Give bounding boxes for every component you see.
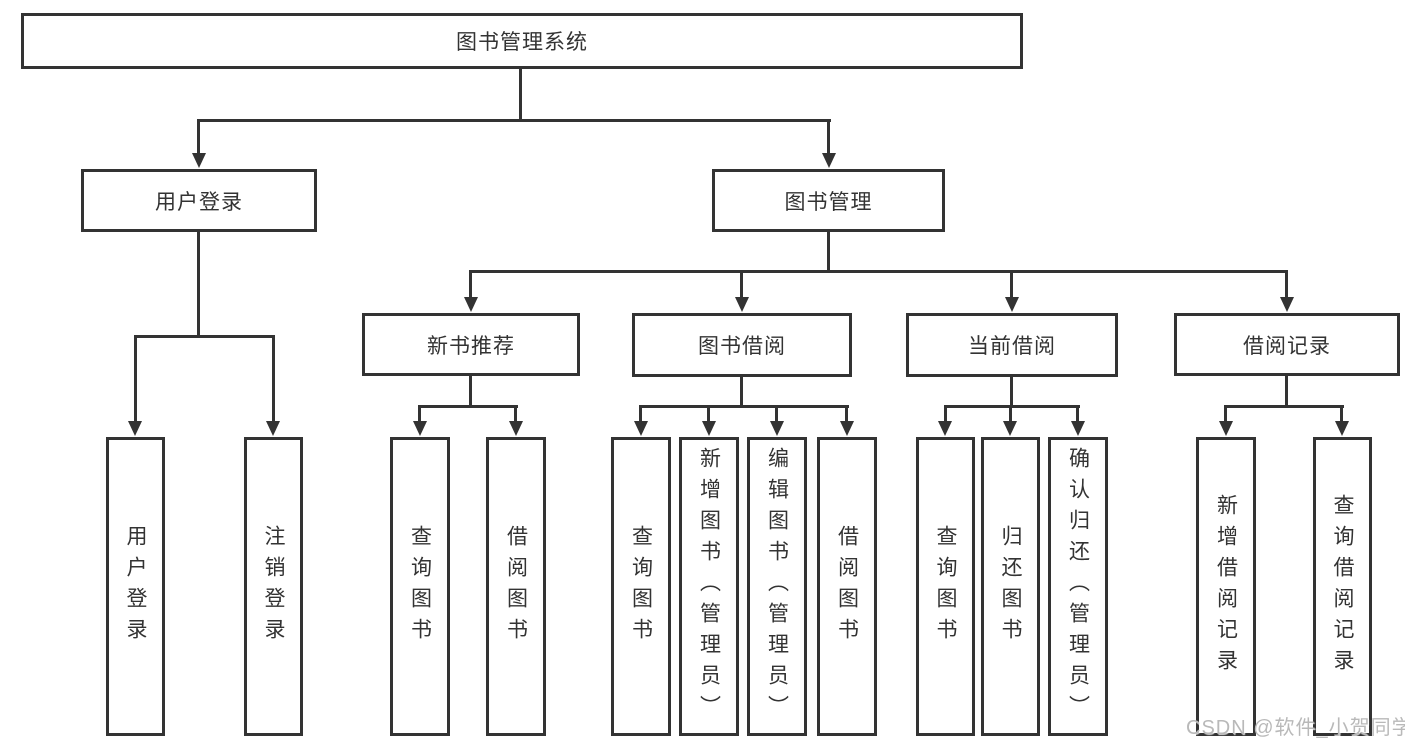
node-new-book-recommend: 新书推荐	[362, 313, 580, 376]
leaf-query-books-current-label: 查询图书	[934, 524, 957, 649]
leaf-borrow-books-borrowing-label: 借阅图书	[835, 524, 859, 649]
connector-line	[1224, 405, 1344, 408]
leaf-add-book-admin: 新增图书（管理员）	[679, 437, 739, 736]
connector-line	[775, 405, 778, 423]
leaf-user-login: 用户登录	[106, 437, 165, 736]
leaf-query-books-borrowing: 查询图书	[611, 437, 671, 736]
arrow-down-icon	[822, 153, 836, 168]
leaf-query-books-borrowing-label: 查询图书	[629, 524, 653, 649]
connector-line	[1010, 270, 1013, 299]
leaf-add-borrow-record-label: 新增借阅记录	[1214, 493, 1238, 680]
connector-line	[1076, 405, 1079, 423]
arrow-down-icon	[1219, 421, 1233, 436]
connector-line	[845, 405, 848, 423]
leaf-query-borrow-record-label: 查询借阅记录	[1331, 493, 1354, 680]
connector-line	[469, 270, 1287, 273]
leaf-query-books-recommend: 查询图书	[390, 437, 450, 736]
connector-line	[740, 376, 743, 408]
connector-line	[134, 335, 137, 423]
connector-line	[827, 232, 830, 273]
leaf-borrow-books-borrowing: 借阅图书	[817, 437, 877, 736]
node-book-management: 图书管理	[712, 169, 945, 232]
connector-line	[1285, 270, 1288, 299]
connector-line	[707, 405, 710, 423]
arrow-down-icon	[128, 421, 142, 436]
connector-line	[1010, 376, 1013, 408]
leaf-add-borrow-record: 新增借阅记录	[1196, 437, 1256, 736]
node-user-login: 用户登录	[81, 169, 317, 232]
node-book-borrowing-label: 图书借阅	[698, 335, 786, 358]
connector-line	[197, 231, 200, 337]
leaf-confirm-return-admin-label: 确认归还（管理员）	[1066, 447, 1090, 726]
arrow-down-icon	[509, 421, 523, 436]
connector-line	[514, 405, 517, 423]
leaf-logout-label: 注销登录	[262, 524, 285, 649]
connector-line	[197, 119, 200, 155]
leaf-borrow-books-recommend: 借阅图书	[486, 437, 546, 736]
leaf-logout: 注销登录	[244, 437, 303, 736]
connector-line	[469, 376, 472, 408]
node-borrowing-records-label: 借阅记录	[1243, 334, 1331, 358]
connector-line	[1340, 405, 1343, 423]
node-book-borrowing: 图书借阅	[632, 313, 852, 377]
leaf-edit-book-admin-label: 编辑图书（管理员）	[765, 447, 789, 726]
connector-line	[519, 69, 522, 122]
leaf-borrow-books-recommend-label: 借阅图书	[504, 524, 528, 649]
arrow-down-icon	[1003, 421, 1017, 436]
connector-line	[1009, 405, 1012, 423]
connector-line	[639, 405, 642, 423]
arrow-down-icon	[735, 297, 749, 312]
connector-line	[134, 335, 275, 338]
leaf-return-book: 归还图书	[981, 437, 1040, 736]
node-book-management-label: 图书管理	[784, 190, 873, 214]
arrow-down-icon	[192, 153, 206, 168]
connector-line	[944, 405, 947, 423]
node-new-book-recommend-label: 新书推荐	[427, 334, 515, 358]
leaf-query-books-current: 查询图书	[916, 437, 975, 736]
arrow-down-icon	[770, 421, 784, 436]
node-borrowing-records: 借阅记录	[1174, 313, 1400, 376]
arrow-down-icon	[702, 421, 716, 436]
connector-line	[197, 119, 831, 122]
arrow-down-icon	[1071, 421, 1085, 436]
connector-line	[272, 335, 275, 423]
connector-line	[469, 270, 472, 299]
leaf-add-book-admin-label: 新增图书（管理员）	[697, 447, 721, 726]
connector-line	[944, 405, 1080, 408]
arrow-down-icon	[413, 421, 427, 436]
arrow-down-icon	[1005, 297, 1019, 312]
connector-line	[1285, 376, 1288, 408]
connector-line	[740, 270, 743, 299]
connector-line	[639, 405, 849, 408]
node-current-borrowing-label: 当前借阅	[968, 335, 1056, 358]
leaf-return-book-label: 归还图书	[999, 524, 1022, 649]
arrow-down-icon	[840, 421, 854, 436]
arrow-down-icon	[464, 297, 478, 312]
leaf-query-books-recommend-label: 查询图书	[408, 524, 432, 649]
arrow-down-icon	[634, 421, 648, 436]
leaf-edit-book-admin: 编辑图书（管理员）	[747, 437, 807, 736]
leaf-query-borrow-record: 查询借阅记录	[1313, 437, 1372, 736]
connector-line	[1224, 405, 1227, 423]
leaf-user-login-label: 用户登录	[124, 524, 147, 649]
leaf-confirm-return-admin: 确认归还（管理员）	[1048, 437, 1108, 736]
arrow-down-icon	[938, 421, 952, 436]
node-root-label: 图书管理系统	[456, 31, 588, 54]
connector-line	[418, 405, 518, 408]
arrow-down-icon	[266, 421, 280, 436]
node-user-login-label: 用户登录	[155, 190, 243, 214]
node-current-borrowing: 当前借阅	[906, 313, 1118, 377]
connector-line	[418, 405, 421, 423]
connector-line	[827, 119, 830, 155]
node-root: 图书管理系统	[21, 13, 1023, 69]
arrow-down-icon	[1335, 421, 1349, 436]
arrow-down-icon	[1280, 297, 1294, 312]
csdn-watermark: CSDN @软件_小贺同学	[1186, 717, 1405, 739]
